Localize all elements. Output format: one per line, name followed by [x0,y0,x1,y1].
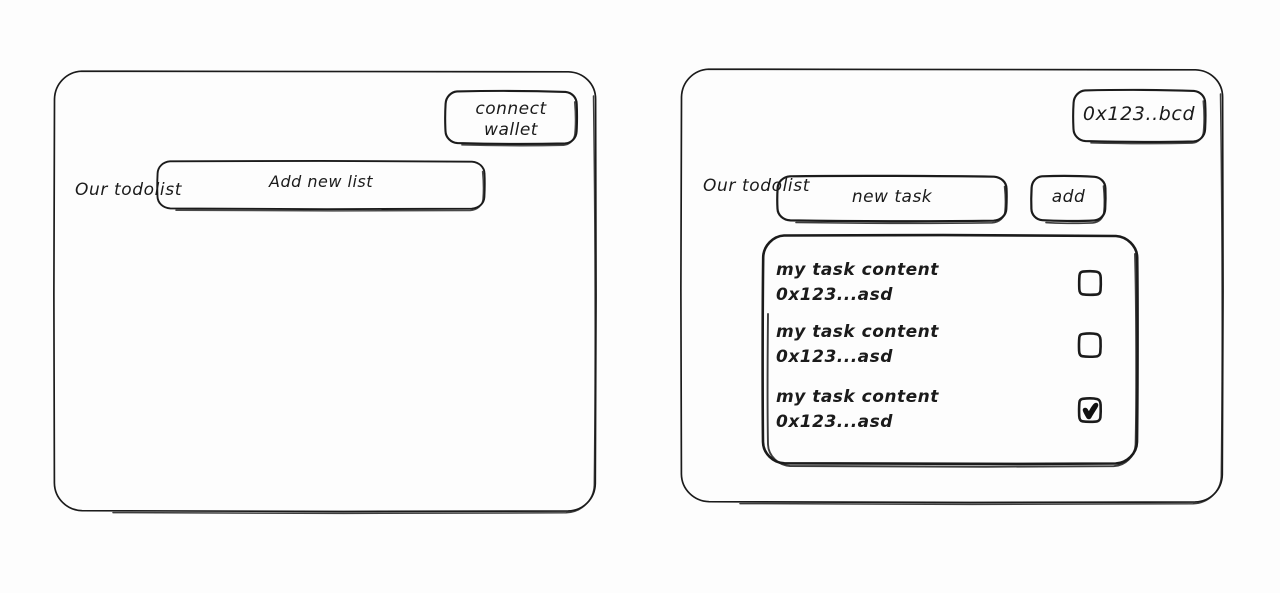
task-address: 0x123...asd [776,412,893,432]
task-row[interactable]: my task content 0x123...asd [760,361,1140,432]
new-task-value: new task [851,187,933,207]
task-address: 0x123...asd [776,347,893,367]
task-row[interactable]: my task content 0x123...asd [760,234,1140,305]
checkbox-empty-icon [1077,332,1102,359]
panel-connected: Our todolist 0x123..bcd new task add [680,67,1224,506]
task-list-container: my task content 0x123...asd my task cont… [760,233,1140,468]
checkbox-empty-icon [1077,269,1103,297]
panel-disconnected: Our todolist connect wallet Add new list [53,69,597,515]
task-checkbox[interactable] [1077,332,1102,359]
task-checkbox[interactable] [1077,269,1103,297]
task-row[interactable]: my task content 0x123...asd [760,296,1140,367]
wallet-address-text: 0x123..bcd [1082,103,1196,125]
connect-wallet-label-line2: wallet [484,120,538,140]
connect-wallet-label-line1: connect [475,99,547,119]
wallet-address-badge[interactable]: 0x123..bcd [1071,88,1207,145]
task-content: my task content [776,322,939,342]
connect-wallet-button[interactable]: connect wallet [444,89,579,147]
add-new-list-input[interactable]: Add new list [156,159,486,212]
checkbox-checked-icon [1077,397,1103,424]
add-new-list-value: Add new list [269,172,373,191]
task-checkbox-checked[interactable] [1077,397,1103,424]
add-task-button[interactable]: add [1030,174,1107,225]
add-task-label: add [1051,187,1086,207]
task-content: my task content [776,387,939,407]
new-task-input[interactable]: new task [776,174,1008,224]
task-content: my task content [776,260,939,280]
task-address: 0x123...asd [776,285,893,305]
